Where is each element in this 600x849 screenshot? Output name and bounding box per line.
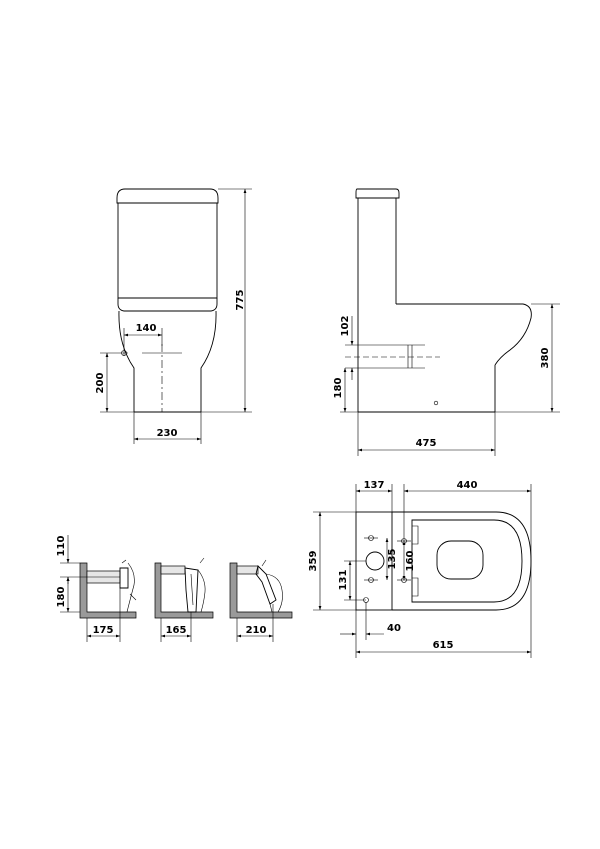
dim-110: 110: [56, 536, 67, 557]
dim-230: 230: [157, 428, 178, 439]
detail-3: 210: [229, 559, 293, 642]
dim-40: 40: [387, 623, 401, 634]
dim-210: 210: [246, 625, 267, 636]
dim-131: 131: [338, 570, 349, 591]
dim-135: 135: [387, 549, 398, 570]
dim-200: 200: [95, 373, 106, 394]
dim-775: 775: [235, 290, 246, 311]
dim-380: 380: [540, 348, 551, 369]
front-view: 775 140 200 230: [95, 188, 252, 444]
dim-440: 440: [457, 480, 478, 491]
dim-137: 137: [364, 480, 385, 491]
dim-102: 102: [340, 316, 351, 337]
detail-2: 165: [154, 557, 214, 642]
dim-180-detail: 180: [56, 587, 67, 608]
dim-180-side: 180: [333, 378, 344, 399]
dim-140: 140: [136, 323, 157, 334]
dim-475: 475: [416, 438, 437, 449]
dim-160: 160: [405, 551, 416, 572]
dim-615: 615: [433, 640, 454, 651]
side-view: 102 180 380 475: [333, 188, 560, 456]
detail-1: 110 180 175: [56, 535, 137, 642]
plan-view: 137 440 359 131 135 160 40 615: [308, 480, 532, 658]
dim-359: 359: [308, 551, 319, 572]
dim-165: 165: [166, 625, 187, 636]
dim-175: 175: [93, 625, 114, 636]
